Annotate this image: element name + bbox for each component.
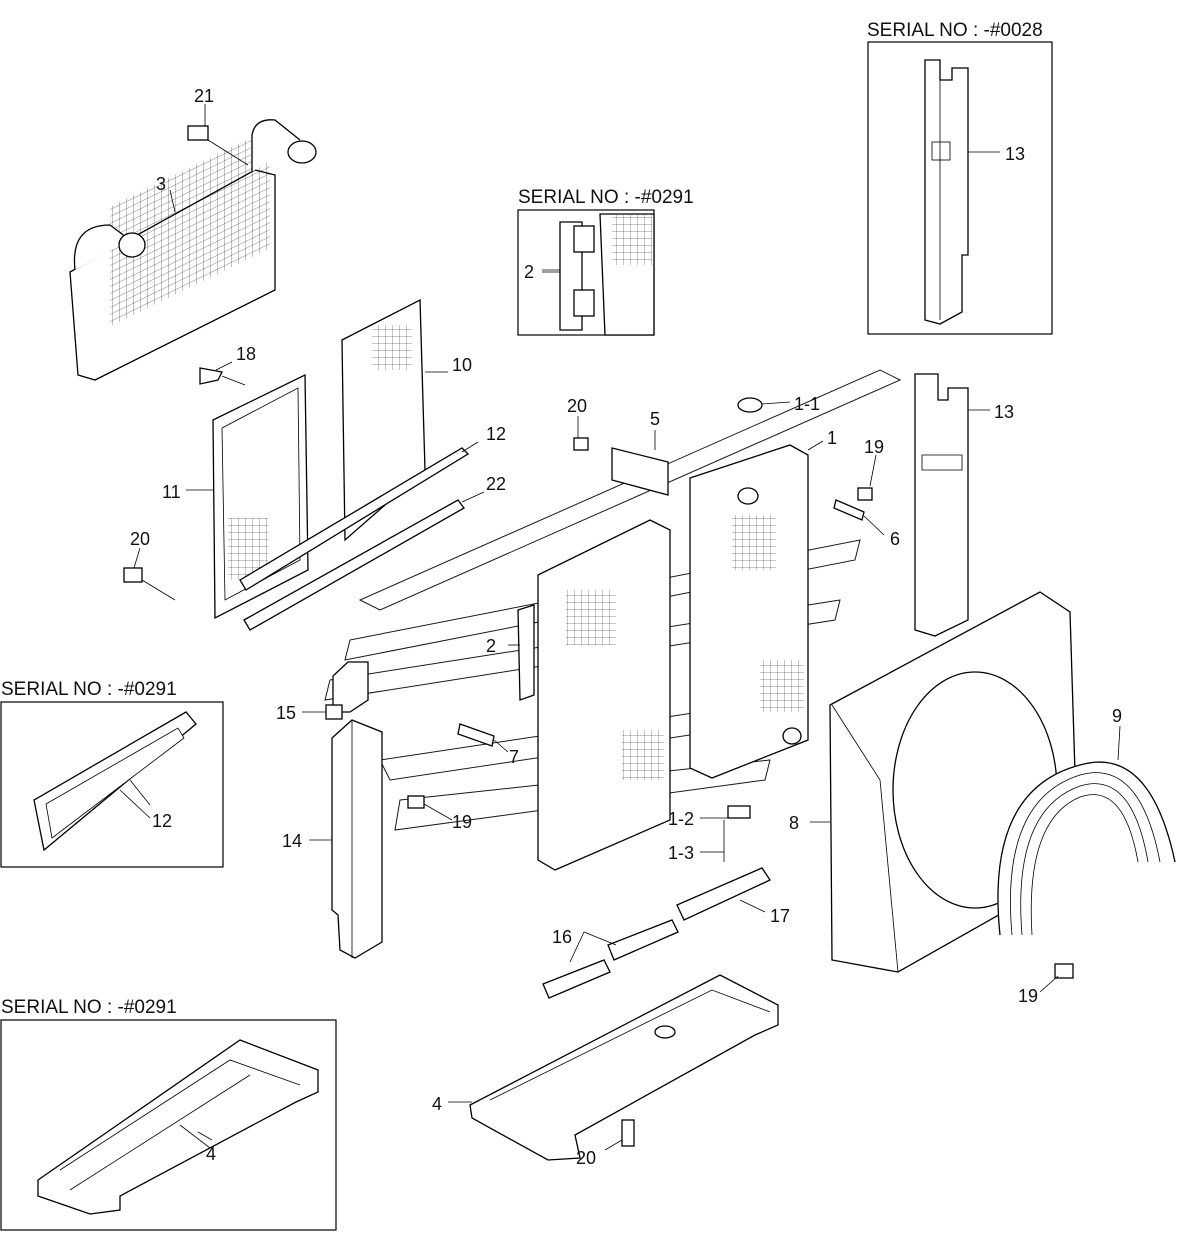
- callout-21: 21: [194, 86, 214, 106]
- callout-19-bottom: 19: [1018, 986, 1038, 1006]
- callout-2: 2: [486, 636, 496, 656]
- wing-bolt-part-18: [199, 367, 246, 386]
- bracket-part-6: [833, 487, 873, 521]
- radiator-part-2-5: [517, 437, 671, 871]
- callout-13-box: 13: [1005, 144, 1025, 164]
- radiator-part-1: [689, 397, 809, 862]
- callout-1-1: 1-1: [794, 394, 820, 414]
- base-part-4: [469, 974, 779, 1161]
- serial-box-0028: [867, 41, 1053, 335]
- callout-14: 14: [282, 831, 302, 851]
- callout-10: 10: [452, 355, 472, 375]
- callout-17: 17: [770, 906, 790, 926]
- fan-guard-part-9: [997, 761, 1176, 936]
- callout-20-bottom: 20: [576, 1148, 596, 1168]
- callout-1-3: 1-3: [668, 843, 694, 863]
- callout-15: 15: [276, 703, 296, 723]
- callout-12-upper: 12: [486, 424, 506, 444]
- callout-19-mid: 19: [452, 812, 472, 832]
- callout-9: 9: [1112, 706, 1122, 726]
- pad-part-17: [676, 867, 771, 921]
- serial-label-0291-left: SERIAL NO : -#0291: [1, 679, 177, 700]
- filler-part-15: [325, 661, 369, 720]
- callout-3: 3: [156, 174, 166, 194]
- callout-1: 1: [827, 428, 837, 448]
- filler-part-14: [331, 719, 383, 959]
- callout-20-left: 20: [130, 529, 150, 549]
- strip-part-12: [239, 447, 470, 591]
- callout-22: 22: [486, 474, 506, 494]
- intercooler-part-3: [69, 119, 317, 381]
- serial-box-0291-frame: [0, 701, 224, 868]
- callout-12-box: 12: [152, 811, 172, 831]
- serial-label-0291-top: SERIAL NO : -#0291: [518, 187, 694, 208]
- strip-part-22: [243, 499, 465, 631]
- filler-part-13: [914, 373, 969, 637]
- callout-13: 13: [994, 402, 1014, 422]
- serial-box-0291-base: [0, 1019, 337, 1231]
- callout-19-right: 19: [864, 437, 884, 457]
- callout-18: 18: [236, 344, 256, 364]
- bolt-part-19-bottom: [1054, 963, 1074, 979]
- pad-part-16: [542, 919, 679, 999]
- bolt-part-20-left: [123, 567, 176, 601]
- callout-11: 11: [162, 482, 181, 502]
- callout-16: 16: [552, 927, 572, 947]
- serial-label-0028: SERIAL NO : -#0028: [867, 20, 1043, 41]
- leader-lines: [129, 104, 1121, 1151]
- callout-20-top: 20: [567, 396, 587, 416]
- serial-label-0291-bottom: SERIAL NO : -#0291: [1, 997, 177, 1018]
- callout-4-box: 4: [206, 1144, 216, 1164]
- callout-labels: 21 3 18 10 11 12 22 20 2 2 20 5 1-1 1 19…: [130, 86, 1122, 1168]
- callout-4: 4: [432, 1094, 442, 1114]
- bolt-part-21: [187, 125, 249, 166]
- callout-5: 5: [650, 409, 660, 429]
- bracket-part-7: [407, 723, 495, 809]
- callout-7: 7: [509, 747, 519, 767]
- callout-1-2: 1-2: [668, 809, 694, 829]
- callout-6: 6: [890, 529, 900, 549]
- callout-2-box: 2: [524, 262, 534, 282]
- serial-box-0291-bracket: [517, 209, 655, 336]
- callout-8: 8: [789, 813, 799, 833]
